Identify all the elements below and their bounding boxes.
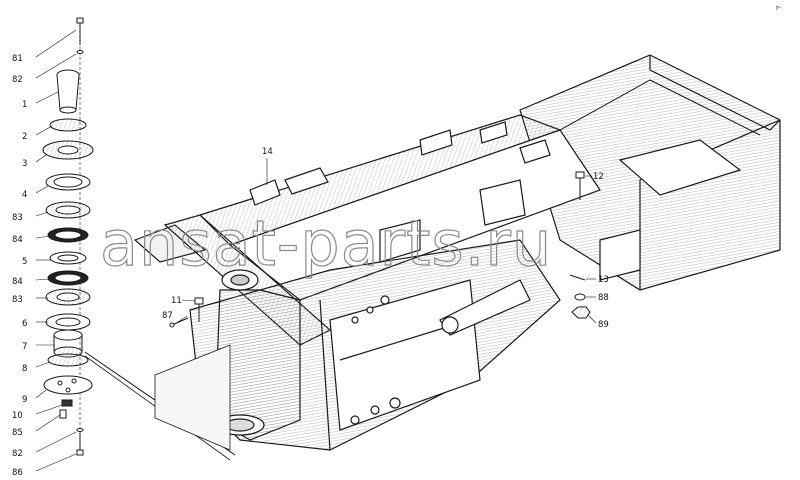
callout-83-top: 83 [12, 213, 23, 223]
leader-lines [35, 29, 597, 472]
ring-2 [49, 118, 87, 132]
callout-84-top: 84 [12, 235, 23, 245]
callout-86: 86 [12, 468, 23, 478]
washer-88 [574, 293, 586, 301]
pin-13 [569, 274, 586, 281]
callout-9: 9 [22, 395, 27, 405]
cap-1 [56, 69, 80, 114]
callout-87: 87 [162, 311, 173, 321]
callout-10: 10 [12, 411, 23, 421]
callout-83-bottom: 83 [12, 295, 23, 305]
callout-82: 82 [12, 75, 23, 85]
washer-82 [76, 50, 84, 54]
bolt-12 [575, 171, 585, 200]
callout-82-bottom: 82 [12, 449, 23, 459]
bushing-7 [53, 329, 83, 358]
screw-87 [171, 317, 189, 326]
callout-81: 81 [12, 54, 23, 64]
watermark-text: ansat-parts.ru [100, 207, 552, 280]
washer-82-bottom [76, 428, 84, 432]
callout-88: 88 [598, 293, 609, 303]
ring-4 [45, 173, 91, 191]
callout-5: 5 [22, 257, 27, 267]
exploded-stack [42, 17, 94, 456]
callout-6: 6 [22, 319, 27, 329]
plate-10 [61, 399, 73, 407]
nut-89 [571, 306, 591, 319]
bolt-81 [76, 17, 84, 45]
callout-4: 4 [22, 190, 27, 200]
callout-13: 13 [598, 275, 609, 285]
callout-7: 7 [22, 342, 27, 352]
callout-12: 12 [593, 172, 604, 182]
callout-2: 2 [22, 132, 27, 142]
callout-14: 14 [262, 147, 273, 157]
callout-11: 11 [171, 296, 182, 306]
flange-3 [42, 140, 94, 160]
callout-8: 8 [22, 364, 27, 374]
ring-8 [47, 353, 89, 367]
frame-housing [84, 54, 781, 461]
callout-89: 89 [598, 320, 609, 330]
callout-84-bottom: 84 [12, 277, 23, 287]
callout-3: 3 [22, 159, 27, 169]
corner-mark: r- [776, 4, 781, 12]
cover-9 [43, 375, 93, 395]
screw-85 [59, 409, 67, 419]
callout-1: 1 [22, 100, 27, 110]
small-parts-right [169, 171, 591, 328]
callout-85: 85 [12, 428, 23, 438]
callout-labels: 81 82 1 2 3 4 83 84 5 84 83 6 7 8 9 10 8… [12, 54, 609, 478]
bolt-86 [76, 433, 84, 456]
